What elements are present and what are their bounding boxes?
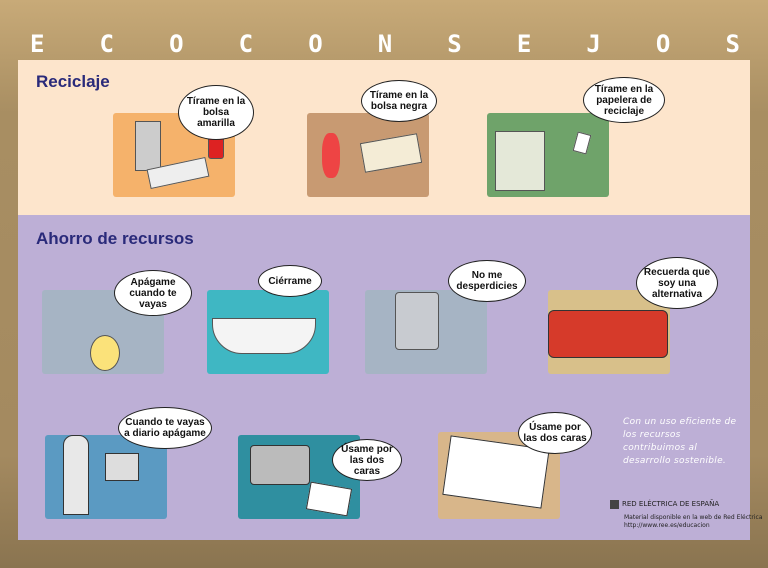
title-letter: S xyxy=(447,30,462,58)
carton-icon xyxy=(135,121,161,171)
title-letter: E xyxy=(30,30,45,58)
sandwich-icon xyxy=(359,133,423,173)
org-name: RED ELÉCTRICA DE ESPAÑA xyxy=(622,500,720,508)
ahorro-heading: Ahorro de recursos xyxy=(36,229,194,248)
paper-towel-illustration xyxy=(365,290,487,374)
paper-bin-illustration xyxy=(487,113,609,197)
monitor-icon xyxy=(105,453,139,481)
title-letter: O xyxy=(308,30,323,58)
paper-icon xyxy=(572,131,592,155)
title-letter: O xyxy=(655,30,671,58)
speech-bubble: Úsame por las dos caras xyxy=(518,412,592,454)
computer-illustration xyxy=(45,435,167,519)
title-letter: C xyxy=(238,30,254,58)
recycling-bin-icon xyxy=(495,131,545,191)
speech-bubble: Tírame en la bolsa amarilla xyxy=(178,85,254,140)
title-letter: N xyxy=(377,30,393,58)
organic-waste-illustration xyxy=(307,113,429,197)
speech-bubble: Cuando te vayas a diario apágame xyxy=(118,407,212,449)
speech-bubble: Tírame en la papelera de reciclaje xyxy=(583,77,665,123)
speech-bubble: Apágame cuando te vayas xyxy=(114,270,192,316)
person-icon xyxy=(63,435,89,515)
reciclaje-section: Reciclaje Tírame en la bolsa amarilla Tí… xyxy=(18,60,750,215)
title-letter: C xyxy=(99,30,114,58)
footer: RED ELÉCTRICA DE ESPAÑA Material disponi… xyxy=(610,500,763,530)
title-letter: J xyxy=(586,30,601,58)
footer-url: http://www.ree.es/educacion xyxy=(624,522,710,529)
title-letter: S xyxy=(725,30,740,58)
title-letter: O xyxy=(169,30,184,58)
speech-bubble: Tírame en la bolsa negra xyxy=(361,80,437,122)
ree-logo-icon xyxy=(610,500,619,509)
speech-bubble: Recuerda que soy una alternativa xyxy=(636,257,718,309)
tap-illustration xyxy=(207,290,329,374)
sink-icon xyxy=(212,318,316,354)
bus-icon xyxy=(548,310,668,358)
reciclaje-heading: Reciclaje xyxy=(36,72,110,91)
bus-illustration xyxy=(548,290,670,374)
speech-bubble: No me desperdicies xyxy=(448,260,526,302)
printer-icon xyxy=(250,445,310,485)
footer-note: Material disponible en la web de Red Elé… xyxy=(624,514,763,521)
speech-bubble: Úsame por las dos caras xyxy=(332,439,402,481)
apple-core-icon xyxy=(322,133,340,178)
title-letter: E xyxy=(516,30,532,58)
slogan-text: Con un uso eficiente de los recursos con… xyxy=(623,417,737,466)
speech-bubble: Ciérrame xyxy=(258,265,322,297)
ahorro-section: Ahorro de recursos Apágame cuando te vay… xyxy=(18,215,750,540)
dispenser-icon xyxy=(395,292,439,350)
paper-icon xyxy=(305,481,353,517)
bulb-icon xyxy=(90,335,120,371)
